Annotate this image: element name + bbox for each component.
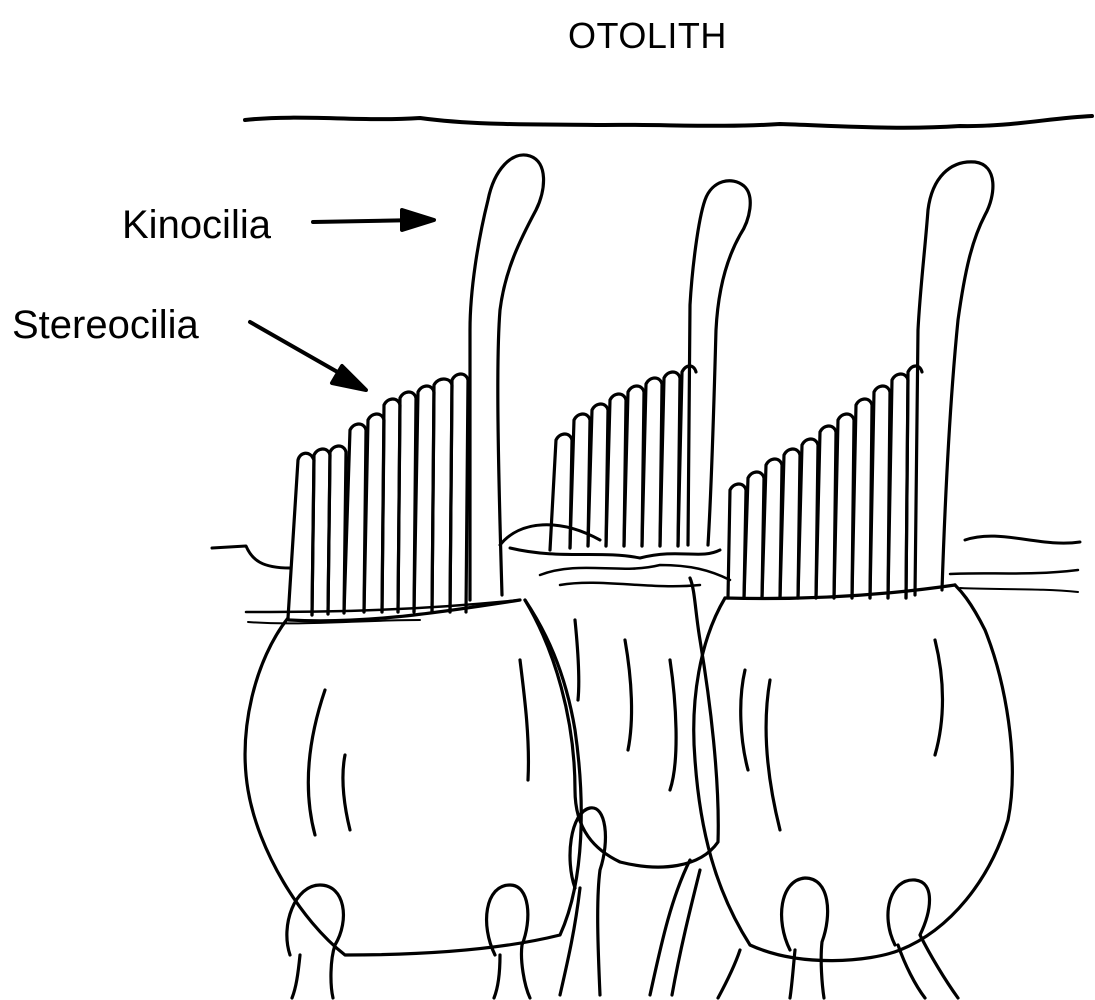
membrane-strand-right-mid bbox=[950, 570, 1078, 574]
middle-kinocilium bbox=[688, 181, 750, 545]
kinocilia-arrow bbox=[313, 210, 434, 230]
middle-gel-fold-2 bbox=[510, 548, 720, 558]
membrane-strand-right-upper bbox=[965, 536, 1080, 543]
middle-gel-fold-3 bbox=[540, 565, 730, 580]
right-kinocilium bbox=[915, 162, 993, 595]
right-cell-body bbox=[694, 585, 1013, 961]
middle-cell-body bbox=[525, 578, 718, 867]
stereocilia-arrow bbox=[250, 322, 366, 390]
middle-gel-fold-4 bbox=[560, 583, 700, 587]
hair-cell-right bbox=[694, 162, 1013, 998]
membrane-strand-left bbox=[212, 546, 290, 568]
hair-cell-left bbox=[245, 155, 581, 998]
left-kinocilium bbox=[470, 155, 544, 600]
membrane-strand-right-low bbox=[960, 588, 1078, 592]
right-nerve-ending-1 bbox=[782, 878, 828, 998]
left-nerve-ending-2 bbox=[487, 885, 530, 998]
right-nerve-ending-2 bbox=[888, 880, 958, 998]
otolith-membrane-line bbox=[245, 116, 1092, 128]
